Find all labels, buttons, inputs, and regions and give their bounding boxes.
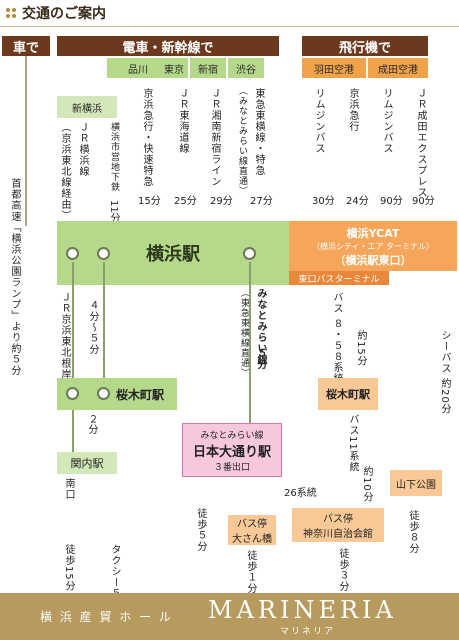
station-shibuya: 渋谷 bbox=[228, 58, 264, 78]
ycat-east: （横浜駅東口） bbox=[334, 253, 412, 267]
header-car: 車で bbox=[2, 36, 50, 56]
node-jr-yokohama bbox=[66, 247, 79, 260]
stop-yamashita: 山下公園 bbox=[390, 470, 442, 496]
seabus: シーバス 約20分 bbox=[439, 330, 450, 415]
car-route-line bbox=[25, 56, 27, 226]
nihon-exit: ３番出口 bbox=[213, 462, 250, 473]
route-limo-haneda: リムジンバス bbox=[313, 88, 324, 154]
route-mm-direct: （みなとみらい線直通） bbox=[237, 86, 247, 196]
airport-narita: 成田空港 bbox=[368, 58, 428, 78]
route-keikyu-haneda: 京浜急行 bbox=[347, 88, 358, 132]
walk-1: 徒歩１分 bbox=[245, 550, 256, 594]
walk-5: 徒歩５分 bbox=[195, 508, 206, 552]
walk-3: 徒歩３分 bbox=[337, 548, 348, 592]
route-keihin-tohoku: （京浜東北線経由） bbox=[59, 122, 70, 221]
route-jr-yokohama: ＪＲ横浜線 bbox=[77, 122, 88, 177]
title-text: 交通のご案内 bbox=[22, 6, 106, 22]
kannai-south-exit: 南口 bbox=[63, 478, 74, 500]
bus-11: バス11系統 bbox=[347, 414, 358, 473]
route-toyoko-direct: （東急東横線直通） bbox=[239, 288, 249, 378]
header-plane: 飛行機で bbox=[302, 36, 428, 56]
time-tokaido: 25分 bbox=[174, 196, 197, 207]
time-keikyu-haneda: 24分 bbox=[346, 196, 369, 207]
taxi-5: タクシー５分 bbox=[109, 544, 120, 610]
station-sakuragicho-bus: 桜木町駅 bbox=[318, 378, 378, 410]
link-subway bbox=[103, 262, 105, 380]
bullet-icon bbox=[6, 8, 16, 18]
route-jr-negishi: ＪＲ京浜東北根岸線 bbox=[59, 292, 70, 391]
station-shinyokohama: 新横浜 bbox=[57, 96, 117, 118]
route-mm-line: みなとみらい線 bbox=[255, 288, 266, 365]
stop-osanbashi-name: 大さん橋 bbox=[232, 534, 272, 545]
time-limo-haneda: 30分 bbox=[312, 196, 335, 207]
page-title: 交通のご案内 bbox=[6, 2, 106, 24]
ycat-name: 横浜YCAT bbox=[346, 226, 400, 240]
footer-band bbox=[0, 593, 459, 640]
route-keikyu: 京浜急行・快速特急 bbox=[141, 88, 152, 187]
time-mm-5: ５分 bbox=[255, 348, 266, 370]
station-tokyo: 東京 bbox=[160, 58, 188, 78]
east-bus-terminal: 東口バスターミナル bbox=[289, 271, 389, 285]
route-limo-narita: リムジンバス bbox=[381, 88, 392, 154]
stop-kanagawa-name: 神奈川自治会館 bbox=[303, 529, 373, 540]
time-keikyu: 15分 bbox=[138, 196, 161, 207]
footer-hall-name: 横 浜 産 貿 ホ ー ル bbox=[40, 610, 173, 624]
time-nex: 90分 bbox=[412, 196, 435, 207]
station-shinagawa: 品川 bbox=[107, 58, 169, 78]
route-subway: 横浜市営地下鉄 bbox=[109, 122, 119, 192]
airport-haneda: 羽田空港 bbox=[302, 58, 366, 78]
time-toyoko: 27分 bbox=[250, 196, 273, 207]
station-sakuragicho: 桜木町駅 bbox=[116, 388, 165, 402]
bus-26: 26系統 bbox=[284, 488, 317, 499]
node-subway bbox=[97, 247, 110, 260]
ycat-sub: （横浜シティ・エア ターミナル） bbox=[311, 241, 435, 251]
route-toyoko: 東急東横線・特急 bbox=[253, 88, 264, 176]
title-divider bbox=[0, 26, 459, 27]
route-tokaido: ＪＲ東海道線 bbox=[177, 88, 188, 154]
bus-15min: 約15分 bbox=[355, 330, 366, 367]
stop-osanbashi: バス停 大さん橋 bbox=[228, 515, 276, 545]
bus-85: バス ８・５８系統 bbox=[331, 292, 342, 385]
nihon-odori-box: みなとみらい線 日本大通り駅 ３番出口 bbox=[182, 423, 282, 477]
route-narita-express: ＪＲ成田エクスプレス bbox=[415, 88, 426, 198]
car-route-text: 首都高速「横浜公園ランプ」より約５分 bbox=[9, 178, 20, 376]
node-sakuragicho-jr bbox=[66, 387, 79, 400]
header-train: 電車・新幹線で bbox=[57, 36, 279, 56]
stop-kanagawa-jichikaikan: バス停 神奈川自治会館 bbox=[292, 508, 384, 542]
walk-8: 徒歩８分 bbox=[407, 510, 418, 554]
ycat-box: 横浜YCAT （横浜シティ・エア ターミナル） （横浜駅東口） bbox=[289, 221, 457, 271]
footer-logo: MARINERIA bbox=[208, 596, 397, 624]
time-2: ２分 bbox=[86, 414, 97, 434]
footer-kana: マリネリア bbox=[280, 627, 336, 637]
walk-15: 徒歩15分 bbox=[63, 544, 74, 592]
time-subway: 11分 bbox=[108, 200, 119, 223]
link-mm bbox=[249, 262, 251, 426]
stop-kanagawa-label: バス停 bbox=[323, 514, 353, 525]
stop-osanbashi-label: バス停 bbox=[237, 519, 267, 530]
bus-10min: 約10分 bbox=[361, 466, 372, 503]
time-limo-narita: 90分 bbox=[380, 196, 403, 207]
node-sakuragicho-subway bbox=[97, 387, 110, 400]
station-shinjuku: 新宿 bbox=[190, 58, 226, 78]
nihon-line: みなとみらい線 bbox=[200, 430, 264, 441]
nihon-name: 日本大通り駅 bbox=[192, 444, 271, 460]
time-4-5: ４分〜５分 bbox=[87, 300, 98, 355]
route-shonan: ＪＲ湘南新宿ライン bbox=[209, 88, 220, 187]
node-toyoko bbox=[243, 247, 256, 260]
link-jr bbox=[72, 262, 74, 380]
time-shonan: 29分 bbox=[210, 196, 233, 207]
link-kannai bbox=[72, 410, 74, 456]
station-kannai: 関内駅 bbox=[57, 452, 117, 474]
